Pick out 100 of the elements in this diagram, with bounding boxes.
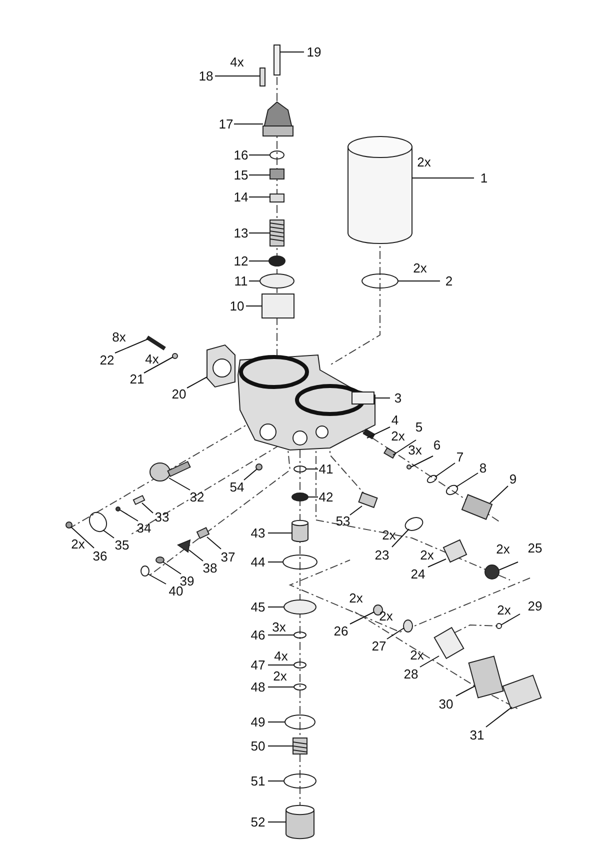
o-ring-drawing bbox=[294, 662, 306, 668]
cover-block-drawing bbox=[206, 344, 236, 388]
o-ring-drawing bbox=[446, 484, 458, 496]
callout-number: 37 bbox=[220, 550, 236, 564]
leader-line bbox=[144, 356, 174, 374]
callout-number: 13 bbox=[234, 226, 248, 240]
leader-line bbox=[268, 634, 294, 636]
callout-number: 34 bbox=[136, 522, 152, 534]
quantity-label: 2x bbox=[71, 538, 85, 550]
washer-drawing bbox=[172, 353, 178, 359]
valve-housing-drawing bbox=[238, 354, 376, 450]
callout-number: 45 bbox=[250, 600, 266, 614]
washer-drawing bbox=[156, 556, 164, 564]
callout-number: 44 bbox=[250, 556, 266, 568]
disc-drawing bbox=[284, 600, 316, 614]
leader-line bbox=[248, 196, 270, 198]
callout-number: 54 bbox=[230, 480, 244, 494]
leader-line bbox=[248, 154, 270, 156]
callout-number: 12 bbox=[234, 254, 248, 268]
quantity-label: 2x bbox=[382, 528, 396, 542]
leader-line bbox=[410, 456, 434, 468]
screw-drawing bbox=[383, 447, 397, 459]
leader-line bbox=[186, 376, 208, 388]
ball-drawing bbox=[406, 464, 412, 470]
leader-line bbox=[308, 496, 318, 498]
o-ring-drawing bbox=[284, 714, 316, 730]
callout-number: 47 bbox=[250, 658, 266, 672]
callout-number: 39 bbox=[180, 574, 194, 588]
callout-number: 29 bbox=[528, 600, 542, 612]
callout-number: 49 bbox=[250, 716, 266, 728]
leader-line bbox=[162, 562, 182, 574]
quantity-label: 2x bbox=[420, 548, 434, 562]
leader-line bbox=[248, 174, 270, 176]
leader-line bbox=[248, 260, 270, 262]
callout-number: 33 bbox=[154, 510, 170, 524]
quantity-label: 2x bbox=[417, 156, 431, 168]
disc-drawing bbox=[260, 274, 294, 288]
callout-number: 27 bbox=[372, 640, 386, 652]
callout-number: 15 bbox=[234, 168, 248, 182]
leader-line bbox=[268, 780, 284, 782]
plug-drawing bbox=[286, 804, 314, 840]
callout-number: 17 bbox=[218, 118, 234, 130]
o-ring-drawing bbox=[404, 517, 424, 531]
leader-line bbox=[102, 530, 114, 538]
sealing-ring-drawing bbox=[362, 274, 398, 288]
leader-line bbox=[142, 502, 154, 514]
callout-number: 1 bbox=[480, 172, 488, 184]
quantity-label: 2x bbox=[273, 670, 287, 682]
quantity-label: 2x bbox=[379, 610, 393, 622]
quantity-label: 3x bbox=[272, 620, 286, 634]
callout-number: 23 bbox=[374, 548, 390, 562]
leader-line bbox=[434, 462, 456, 478]
callout-number: 38 bbox=[202, 562, 218, 574]
leader-line bbox=[366, 426, 390, 438]
callout-number: 25 bbox=[528, 542, 542, 554]
leader-line bbox=[498, 562, 518, 570]
callout-number: 20 bbox=[172, 388, 186, 400]
callout-number: 22 bbox=[100, 354, 114, 366]
callout-number: 52 bbox=[250, 816, 266, 828]
leader-line bbox=[120, 510, 138, 522]
callout-number: 50 bbox=[250, 740, 266, 752]
seal-ring-drawing bbox=[268, 256, 286, 266]
callout-number: 3 bbox=[394, 392, 402, 404]
spring-drawing bbox=[292, 738, 308, 754]
callout-number: 31 bbox=[470, 728, 484, 742]
leader-line bbox=[268, 532, 292, 534]
ball-drawing bbox=[496, 623, 502, 629]
callout-number: 24 bbox=[410, 568, 426, 580]
cover-drawing bbox=[262, 101, 294, 136]
snap-ring-drawing bbox=[284, 774, 316, 788]
o-ring-drawing bbox=[426, 474, 438, 484]
callout-number: 43 bbox=[250, 526, 266, 540]
callout-number: 41 bbox=[318, 462, 334, 476]
callout-number: 8 bbox=[479, 462, 487, 474]
o-ring-drawing bbox=[88, 512, 108, 532]
leader-line bbox=[70, 526, 94, 548]
pin-drawing bbox=[274, 44, 280, 76]
callout-number: 36 bbox=[92, 550, 108, 562]
leader-line bbox=[486, 706, 512, 728]
leader-line bbox=[114, 338, 148, 354]
leader-line bbox=[244, 468, 258, 480]
leader-line bbox=[268, 664, 294, 666]
callout-number: 32 bbox=[190, 490, 204, 504]
spring-pin-drawing bbox=[362, 428, 376, 440]
leader-line bbox=[456, 472, 478, 488]
quantity-label: 4x bbox=[274, 650, 288, 662]
quantity-label: 2x bbox=[413, 262, 427, 274]
leader-line bbox=[248, 232, 270, 234]
ball-drawing bbox=[116, 506, 120, 512]
callout-number: 4 bbox=[391, 414, 399, 426]
leader-line bbox=[350, 506, 362, 516]
leader-line bbox=[188, 550, 204, 562]
quantity-label: 2x bbox=[349, 592, 363, 604]
screw-drawing bbox=[260, 68, 266, 86]
valve-seat-drawing bbox=[292, 520, 308, 542]
callout-number: 21 bbox=[130, 372, 144, 386]
callout-number: 26 bbox=[334, 624, 348, 638]
callout-number: 7 bbox=[456, 450, 464, 464]
filter-cartridge-drawing bbox=[348, 136, 412, 244]
seal-ring-drawing bbox=[292, 492, 308, 502]
